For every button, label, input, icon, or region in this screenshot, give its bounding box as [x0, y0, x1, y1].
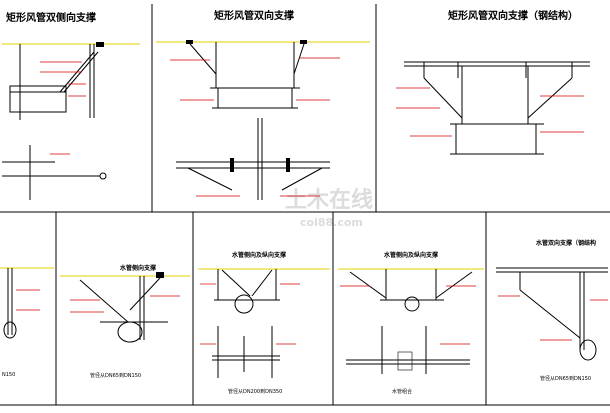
- panel-4-caption: N150: [2, 372, 15, 378]
- panel-7-title: 水管侧向及纵向支撑: [384, 251, 438, 259]
- panel-2-title: 矩形风管双向支撑: [214, 9, 294, 22]
- panel-frames: [0, 4, 610, 406]
- panel-6-title: 水管侧向及纵向支撑: [232, 251, 286, 259]
- panel-5-pipe-lateral: 水管侧向支撑 管径从DN65到DN150: [60, 264, 190, 379]
- watermark-logo: 土木在线: [285, 187, 373, 213]
- panel-6-pipe-lat-long: 水管侧向及纵向支撑 管径从DN200到DN350: [198, 251, 330, 395]
- panel-6-caption: 管径从DN200到DN350: [228, 388, 282, 395]
- panel-5-caption: 管径从DN65到DN150: [90, 372, 141, 379]
- panel-4-pipe-partial: N150: [0, 267, 54, 378]
- watermark-logo-sub: coi88.com: [300, 216, 363, 229]
- panel-8-pipe-bidirectional: 水管双向支撑（钢结构 管径从DN65到DN150: [496, 239, 608, 382]
- panel-3-title: 矩形风管双向支撑（钢结构）: [448, 9, 578, 22]
- panel-5-title: 水管侧向支撑: [120, 264, 156, 272]
- panel-7-caption: 水管组合: [392, 388, 412, 395]
- panel-8-caption: 管径从DN65到DN150: [540, 375, 591, 382]
- panel-2-duct-bidirectional: 矩形风管双向支撑: [156, 9, 370, 200]
- panel-8-title: 水管双向支撑（钢结构: [536, 239, 596, 247]
- panel-1-duct-lateral: 矩形风管双侧向支撑: [2, 11, 140, 200]
- panel-1-title: 矩形风管双侧向支撑: [6, 11, 96, 24]
- panel-3-duct-steel: 矩形风管双向支撑（钢结构）: [396, 9, 590, 155]
- panel-7-pipe-lat-long: 水管侧向及纵向支撑 水管组合: [338, 251, 484, 395]
